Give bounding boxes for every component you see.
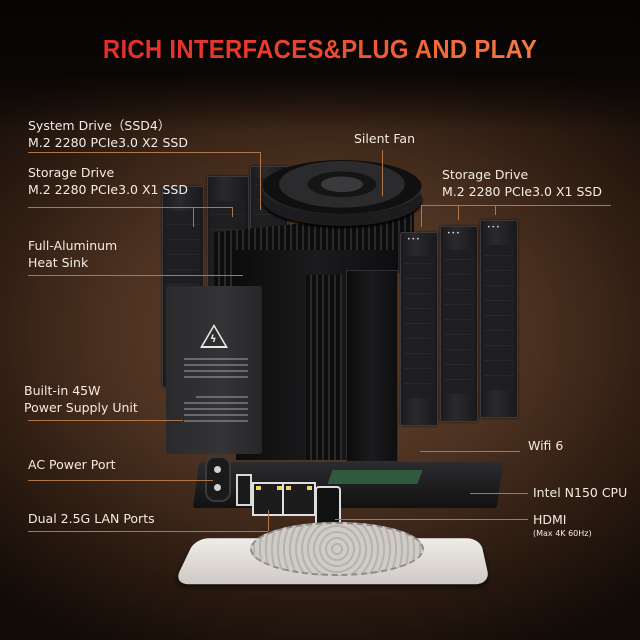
leader-storage-right-v2 bbox=[458, 205, 459, 220]
lan-port-2 bbox=[282, 482, 316, 516]
leader-wifi bbox=[420, 451, 520, 452]
hdmi-port bbox=[315, 486, 341, 526]
ssd-right-2: ••• bbox=[440, 226, 478, 422]
usb-port bbox=[236, 474, 252, 506]
lan-port-1 bbox=[252, 482, 286, 516]
label-storage-drive-right: Storage Drive M.2 2280 PCIe3.0 X1 SSD bbox=[442, 167, 602, 199]
leader-storage-right bbox=[421, 205, 611, 206]
label-silent-fan: Silent Fan bbox=[354, 131, 415, 146]
leader-storage-right-v3 bbox=[495, 205, 496, 215]
leader-storage-left-v2 bbox=[232, 207, 233, 217]
top-fade bbox=[0, 0, 640, 130]
leader-fan bbox=[382, 150, 383, 196]
ssd-right-3: ••• bbox=[480, 220, 518, 418]
label-cpu: Intel N150 CPU bbox=[533, 485, 628, 500]
leader-system-drive-v bbox=[260, 152, 261, 210]
silent-fan bbox=[262, 160, 422, 214]
leader-hdmi bbox=[335, 519, 528, 520]
leader-storage-left-v1 bbox=[193, 207, 194, 227]
label-ac-power-port: AC Power Port bbox=[28, 457, 116, 472]
label-heat-sink: Full-Aluminum Heat Sink bbox=[28, 238, 118, 270]
high-voltage-warning-icon bbox=[200, 324, 228, 348]
label-hdmi: HDMI (Max 4K 60Hz) bbox=[533, 512, 592, 538]
leader-lan-v bbox=[268, 510, 269, 531]
lightning-bolt-icon: ϟ bbox=[210, 334, 217, 345]
power-supply-unit: ϟ bbox=[166, 286, 262, 454]
heat-sink-fins bbox=[306, 275, 342, 460]
wifi-card bbox=[327, 470, 423, 484]
leader-storage-right-v1 bbox=[421, 205, 422, 227]
headline: RICH INTERFACES&PLUG AND PLAY bbox=[26, 34, 615, 65]
ac-power-port bbox=[205, 456, 231, 502]
leader-ac bbox=[28, 480, 213, 481]
ssd-right-1: ••• bbox=[400, 232, 438, 426]
leader-heat-sink bbox=[28, 275, 243, 276]
vent-grill bbox=[250, 522, 424, 576]
label-storage-drive-left: Storage Drive M.2 2280 PCIe3.0 X1 SSD bbox=[28, 165, 188, 197]
leader-lan bbox=[28, 531, 268, 532]
label-system-drive: System Drive（SSD4） M.2 2280 PCIe3.0 X2 S… bbox=[28, 118, 188, 150]
leader-psu bbox=[28, 420, 183, 421]
label-wifi: Wifi 6 bbox=[528, 438, 564, 453]
label-psu: Built-in 45W Power Supply Unit bbox=[24, 383, 138, 415]
leader-system-drive bbox=[28, 152, 260, 153]
label-lan-ports: Dual 2.5G LAN Ports bbox=[28, 511, 155, 526]
leader-cpu bbox=[470, 493, 528, 494]
leader-storage-left bbox=[28, 207, 233, 208]
heat-sink-panel bbox=[346, 270, 398, 462]
